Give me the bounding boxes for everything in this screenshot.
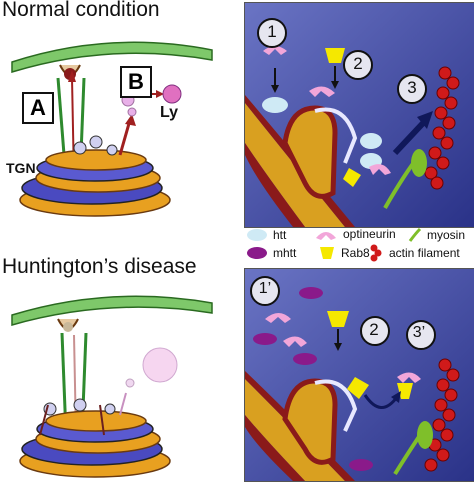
actin-filament-icon [370, 244, 382, 262]
mhtt-icon [247, 247, 267, 259]
optineurin-icon [316, 232, 336, 240]
legend-rab8-label: Rab8 [341, 246, 370, 260]
legend-htt-label: htt [273, 228, 287, 242]
step-2-label: 2 [353, 54, 363, 73]
legend-optineurin: optineurin [314, 226, 396, 242]
normal-condition-title: Normal condition [2, 0, 160, 21]
htt-icon [247, 229, 267, 241]
disease-trafficking-diagram [11, 295, 213, 478]
disease-mechanism-panel [244, 268, 474, 482]
huntingtons-disease-title: Huntington’s disease [2, 255, 197, 278]
myosin-icon [408, 227, 422, 242]
legend-mhtt-label: mhtt [273, 246, 297, 260]
legend-mhtt: mhtt [246, 246, 296, 260]
rab8-icon [320, 247, 334, 259]
step-1-prime-label: 1’ [258, 280, 272, 297]
legend-actin: actin filament [368, 244, 460, 262]
legend-actin-label: actin filament [389, 246, 460, 260]
step-3-prime-label: 3’ [412, 324, 426, 341]
lysosome-label: Ly [160, 104, 179, 121]
step-3-label: 3 [407, 78, 417, 97]
step-2-disease-label: 2 [369, 320, 379, 339]
pathway-a-label: A [22, 92, 54, 124]
legend-htt: htt [246, 228, 286, 242]
pathway-b-label: B [120, 66, 152, 98]
legend-optineurin-label: optineurin [343, 227, 396, 241]
normal-trafficking-diagram [11, 41, 213, 217]
tgn-label: TGN [6, 160, 36, 176]
legend-myosin-label: myosin [427, 228, 466, 242]
legend-rab8: Rab8 [318, 245, 370, 261]
normal-mechanism-panel [244, 2, 474, 228]
step-1-label: 1 [267, 22, 277, 41]
legend-myosin: myosin [408, 227, 465, 243]
